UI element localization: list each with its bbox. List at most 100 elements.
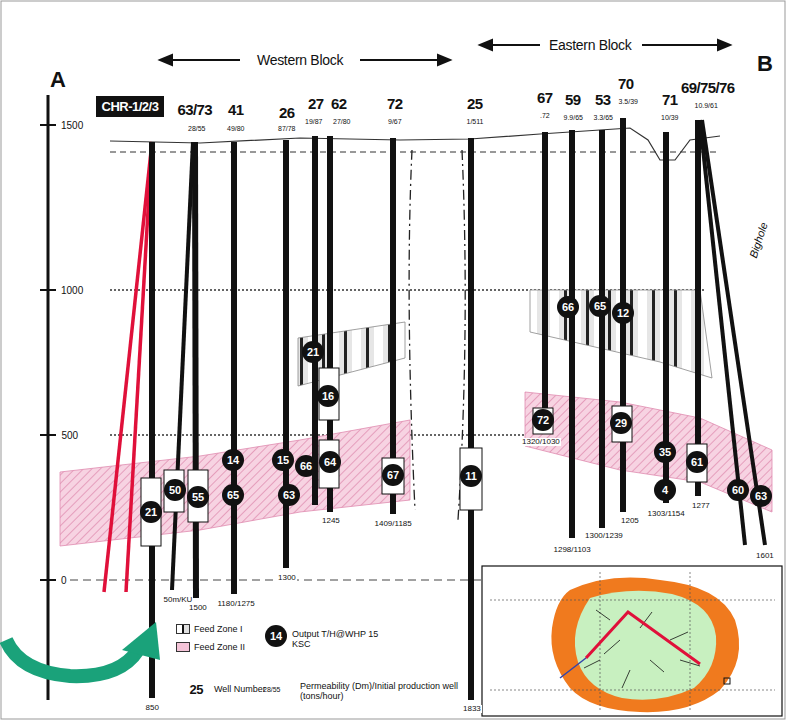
well-number: 25 — [466, 96, 484, 113]
depth-tick: 500 — [61, 430, 80, 441]
fault-lines — [409, 150, 465, 520]
output-circle: 55 — [187, 486, 209, 508]
output-circle: 63 — [750, 485, 772, 507]
node-text: 50 — [169, 485, 181, 496]
well-number: 72 — [386, 96, 404, 113]
section-end: B — [756, 52, 774, 76]
output-circle: 65 — [222, 484, 244, 506]
legend-text: Output T/H@WHP 15 KSC — [292, 629, 397, 650]
output-circle: 16 — [317, 385, 339, 407]
node-text: 60 — [732, 485, 744, 496]
legend-text: Permeability (Dm)/Initial production wel… — [300, 681, 470, 702]
node-text: 64 — [324, 457, 336, 468]
node-text: 15 — [277, 455, 289, 466]
well-name-box: CHR-1/2/3 — [96, 96, 165, 117]
well-depth: 1409/1185 — [374, 520, 413, 529]
output-circle: 65 — [589, 295, 611, 317]
legend-sample: 25 — [189, 683, 204, 697]
output-circle: 61 — [686, 451, 708, 473]
permeability: 19/87 — [304, 118, 324, 126]
legend-text: Well Number — [214, 684, 266, 694]
output-circle: 63 — [278, 484, 300, 506]
well-depth: 1500 — [188, 604, 208, 613]
well-number: 63/73 — [177, 102, 214, 119]
node-text: CHR-1/2/3 — [102, 100, 159, 113]
permeability: 28/55 — [187, 125, 207, 133]
well-depth: 1833 — [462, 705, 482, 714]
inset-map — [482, 566, 782, 716]
legend-swatch — [176, 624, 190, 634]
wells — [152, 118, 765, 700]
well-depth: 1300 — [277, 574, 297, 583]
output-circle: 21 — [140, 501, 162, 523]
output-circle: 4 — [654, 479, 676, 501]
output-circle: 21 — [302, 341, 324, 363]
block-name: Eastern Block — [548, 38, 632, 53]
ground-surface — [110, 128, 720, 160]
node-text: 63 — [755, 491, 767, 502]
output-circle: 35 — [654, 441, 676, 463]
well-depth: 850 — [145, 704, 160, 713]
well-depth: 1245 — [321, 517, 341, 526]
output-circle: 12 — [612, 302, 634, 324]
well-number: 67 — [536, 90, 554, 107]
node-text: 35 — [659, 447, 671, 458]
node-text: 66 — [562, 302, 574, 313]
output-circle: 66 — [295, 455, 317, 477]
node-text: 65 — [227, 490, 239, 501]
legend-text: Feed Zone II — [194, 642, 245, 652]
node-text: 21 — [307, 347, 319, 358]
permeability: 3.3/65 — [593, 114, 614, 122]
well-depth: 1303/1154 — [647, 510, 686, 519]
output-circle: 66 — [557, 296, 579, 318]
output-circle: 15 — [272, 449, 294, 471]
permeability: 9/67 — [387, 118, 403, 126]
permeability: .72 — [539, 112, 551, 120]
note: Bighole — [746, 220, 769, 261]
well-depth: 1205 — [620, 517, 640, 526]
well-number: 71 — [661, 92, 679, 109]
permeability: 1/511 — [466, 118, 485, 126]
node-text: 63 — [283, 490, 295, 501]
depth-axis — [40, 95, 56, 700]
output-circle: 64 — [319, 451, 341, 473]
well-number: 62 — [330, 96, 348, 113]
node-text: 4 — [662, 485, 668, 496]
depth-tick: 1000 — [60, 285, 84, 296]
output-circle: 72 — [532, 409, 554, 431]
node-text: 14 — [270, 631, 282, 642]
feed-boxes — [141, 368, 707, 546]
green-arrow — [6, 622, 160, 676]
output-circle: 14 — [222, 449, 244, 471]
legend-text: Feed Zone I — [194, 624, 243, 634]
node-text: 14 — [227, 455, 239, 466]
legend-swatch — [176, 642, 190, 652]
permeability: 87/78 — [277, 125, 297, 133]
block-name: Western Block — [256, 53, 344, 68]
well-depth: 1298/1103 — [553, 546, 592, 555]
node-text: 67 — [387, 470, 399, 481]
permeability: 3.5/39 — [618, 98, 639, 106]
output-circle: 14 — [265, 625, 287, 647]
depth-tick: 1500 — [60, 120, 84, 131]
node-text: 72 — [537, 415, 549, 426]
node-text: 16 — [322, 391, 334, 402]
well-number: 26 — [278, 105, 296, 122]
output-circle: 67 — [382, 464, 404, 486]
well-depth: 1320/1030 — [521, 438, 561, 447]
permeability: 27/80 — [332, 118, 352, 126]
node-text: 61 — [691, 457, 703, 468]
well-number: 53 — [594, 92, 612, 109]
node-text: 65 — [594, 301, 606, 312]
permeability: 10.9/61 — [694, 102, 719, 110]
permeability: 49/80 — [226, 125, 246, 133]
output-circle: 60 — [727, 479, 749, 501]
output-circle: 11 — [460, 465, 482, 487]
well-number: 27 — [307, 96, 325, 113]
well-number: 59 — [564, 92, 582, 109]
well-number: 69/75/76 — [680, 80, 736, 97]
node-text: 55 — [192, 492, 204, 503]
permeability: 9.9/65 — [563, 114, 584, 122]
well-depth: 1601 — [755, 552, 775, 561]
